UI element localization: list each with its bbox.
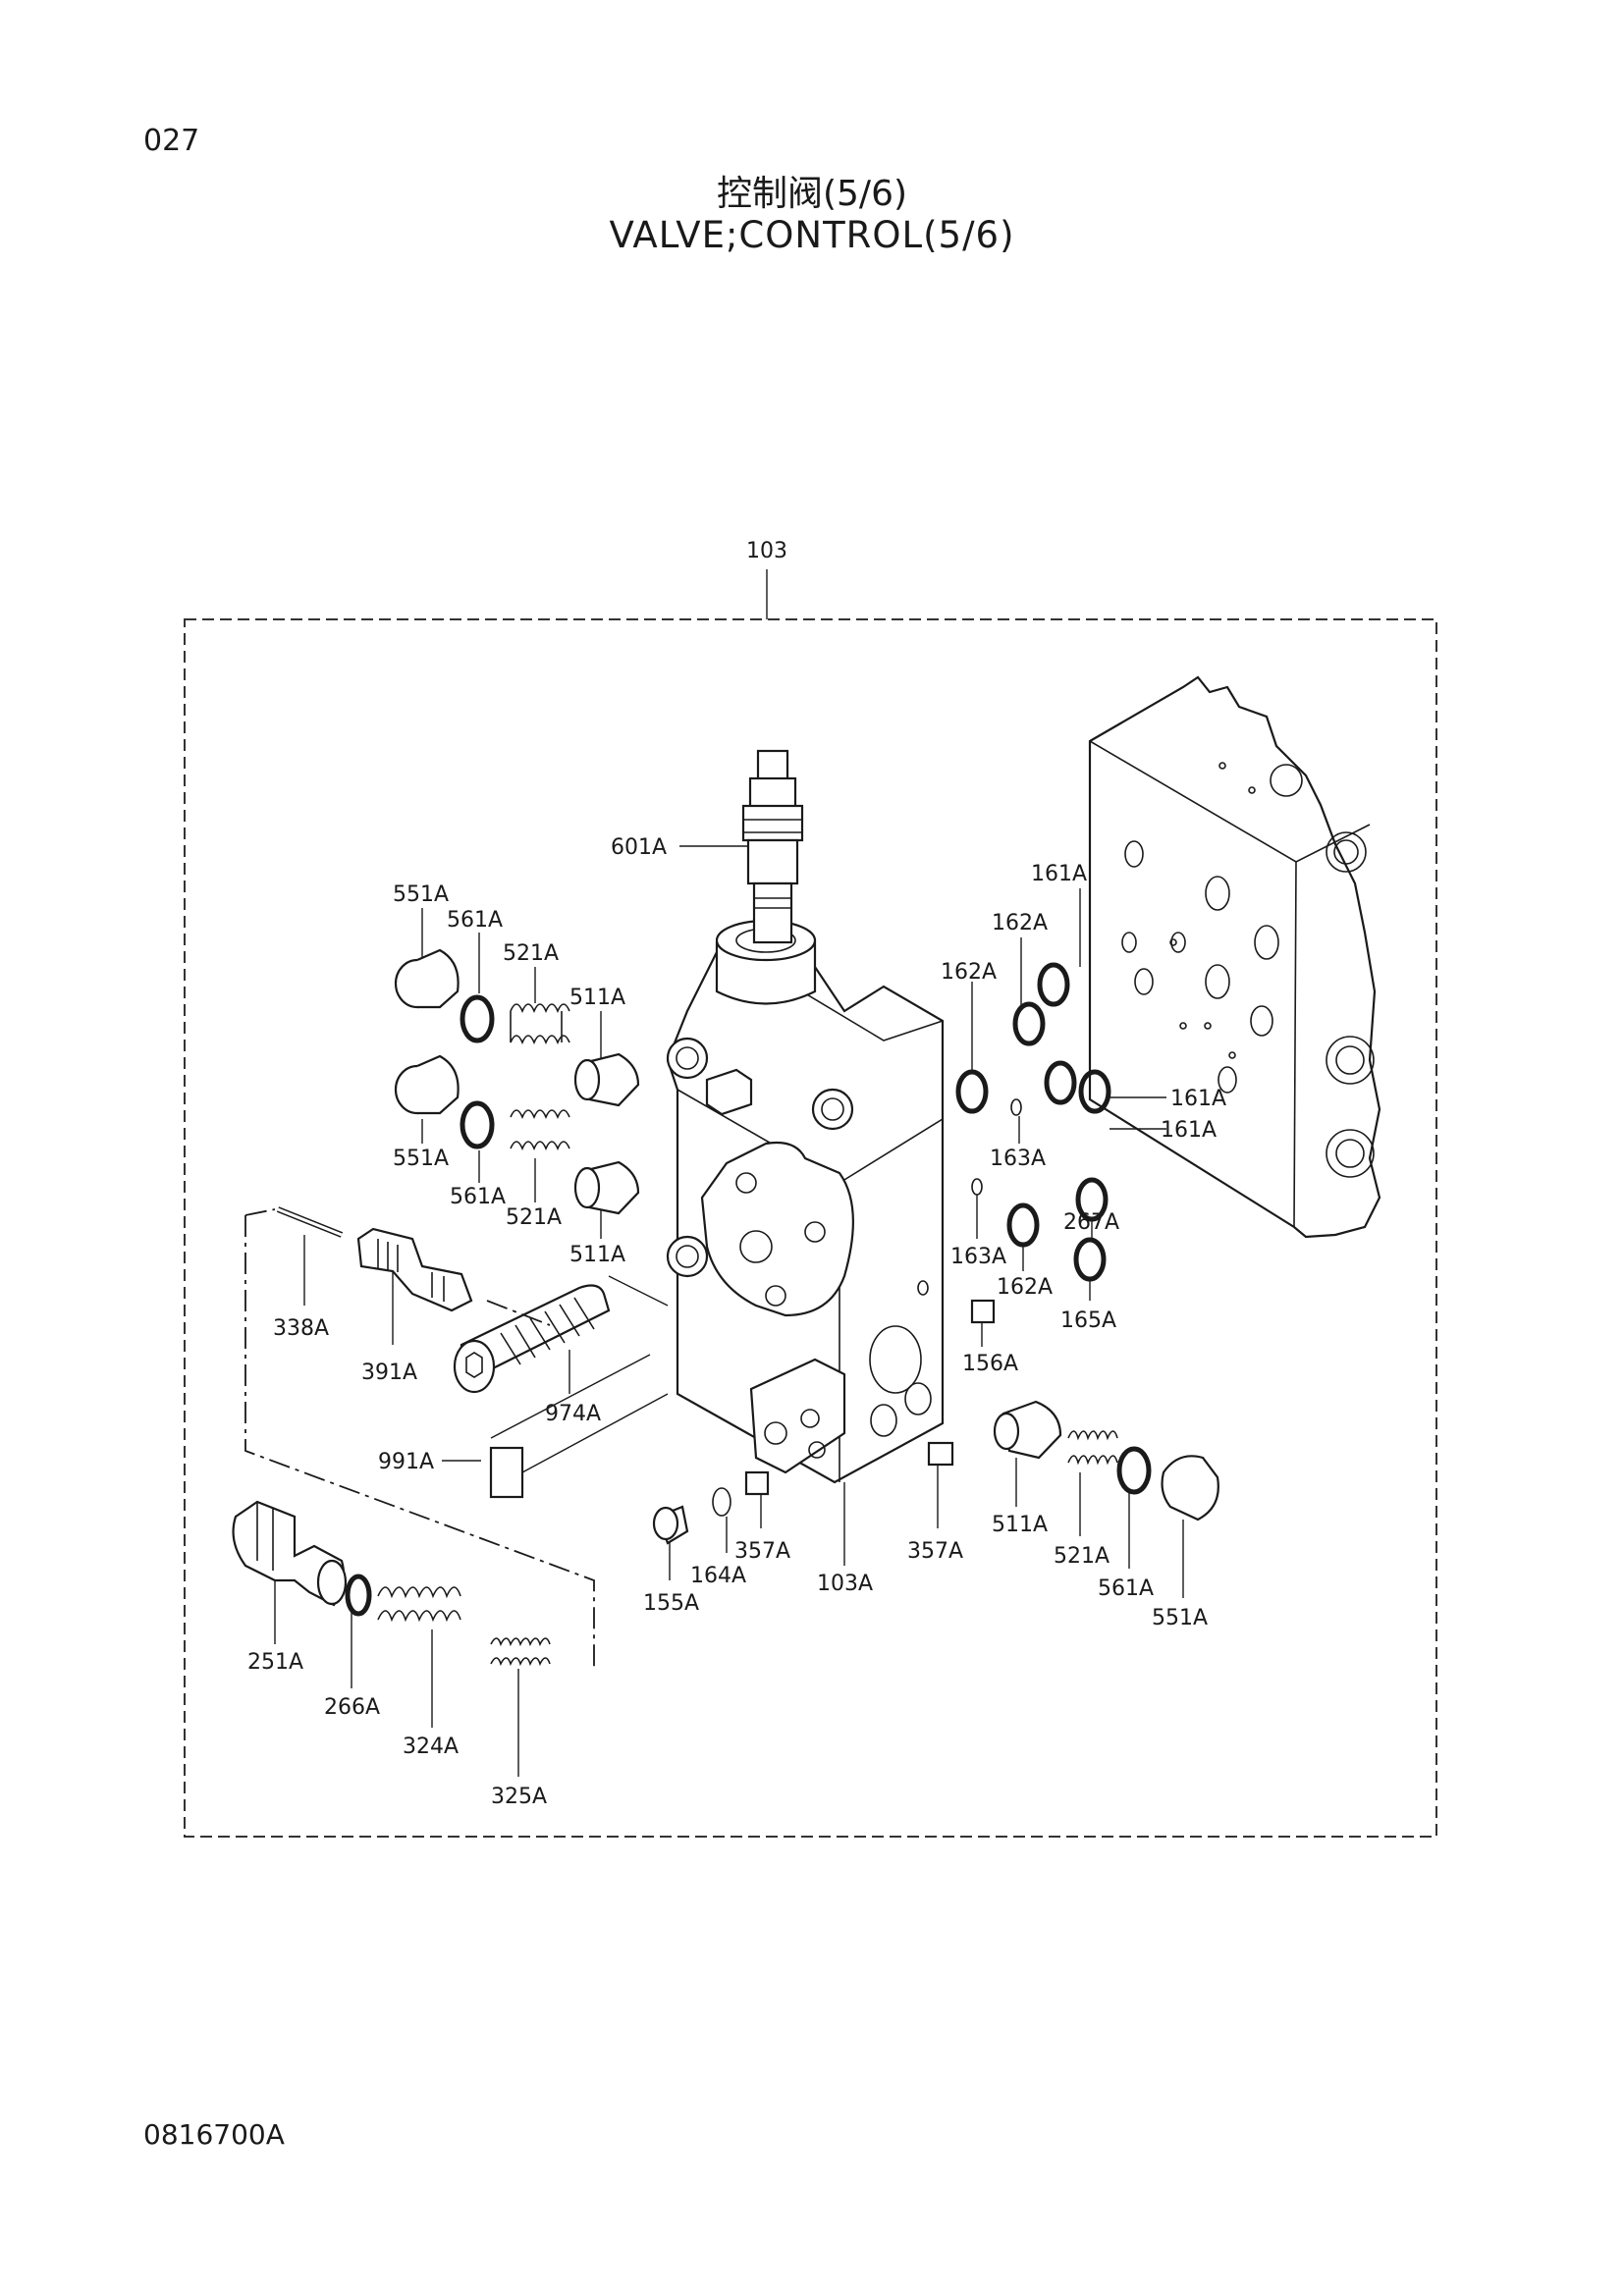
label-161A-3: 161A (1161, 1118, 1217, 1143)
spool-bolt-group: 338A 391A 974A 991A (244, 1206, 669, 1669)
label-338A: 338A (273, 1316, 329, 1341)
label-161A-1: 161A (1031, 862, 1087, 886)
label-251A: 251A (247, 1650, 303, 1675)
valve-body-103A (666, 919, 945, 1566)
bottom-small-parts: 155A 164A 357A 103A 357A (643, 1441, 963, 1616)
label-163A-1: 163A (990, 1147, 1046, 1171)
label-162A-3: 162A (997, 1275, 1053, 1300)
label-511A-2: 511A (569, 1243, 625, 1267)
label-155A: 155A (643, 1591, 699, 1616)
label-324A: 324A (403, 1735, 459, 1759)
label-551A-2: 551A (393, 1147, 449, 1171)
document-code: 0816700A (143, 2118, 285, 2151)
label-165A: 165A (1060, 1308, 1116, 1333)
title-chinese: 控制阀(5/6) (716, 174, 908, 214)
label-511A-1: 511A (569, 986, 625, 1010)
label-162A-1: 162A (992, 911, 1048, 935)
label-561A-2: 561A (450, 1185, 506, 1209)
label-991A: 991A (378, 1450, 434, 1474)
assembly-frame: 103 (184, 539, 1437, 1838)
label-156A: 156A (962, 1352, 1018, 1376)
label-511A-3: 511A (992, 1513, 1048, 1537)
label-164A: 164A (690, 1564, 746, 1588)
relief-valve-601A: 601A (611, 749, 804, 944)
label-561A-1: 561A (447, 908, 503, 933)
title-english: VALVE;CONTROL(5/6) (609, 214, 1015, 256)
label-267A: 267A (1063, 1210, 1119, 1235)
label-357A-1: 357A (734, 1539, 790, 1564)
label-163A-2: 163A (950, 1245, 1006, 1269)
label-325A: 325A (491, 1785, 547, 1809)
lower-left-cartridge-group: 251A 266A 324A 325A (232, 1500, 551, 1809)
label-561A-3: 561A (1098, 1576, 1154, 1601)
label-103A: 103A (817, 1572, 873, 1596)
label-521A-3: 521A (1054, 1544, 1110, 1569)
label-551A-1: 551A (393, 882, 449, 907)
upper-left-spring-group: 551A 561A 521A 511A 551A 561A 521A 511A (393, 882, 640, 1267)
label-521A-1: 521A (503, 941, 559, 966)
label-357A-2: 357A (907, 1539, 963, 1564)
label-391A: 391A (361, 1361, 417, 1385)
label-161A-2: 161A (1170, 1087, 1226, 1111)
label-551A-3: 551A (1152, 1606, 1208, 1630)
o-ring-group: 161A 162A 162A 161A 161A 163A 163A 162A … (941, 862, 1226, 1376)
right-spring-group: 511A 521A 561A 551A (992, 1400, 1219, 1630)
assembly-label: 103 (746, 539, 787, 563)
label-601A: 601A (611, 835, 667, 860)
adjacent-valve-section (1088, 675, 1381, 1239)
label-266A: 266A (324, 1695, 380, 1720)
label-162A-2: 162A (941, 960, 997, 985)
page-number: 027 (143, 124, 200, 158)
label-521A-2: 521A (506, 1205, 562, 1230)
label-974A: 974A (545, 1402, 601, 1426)
